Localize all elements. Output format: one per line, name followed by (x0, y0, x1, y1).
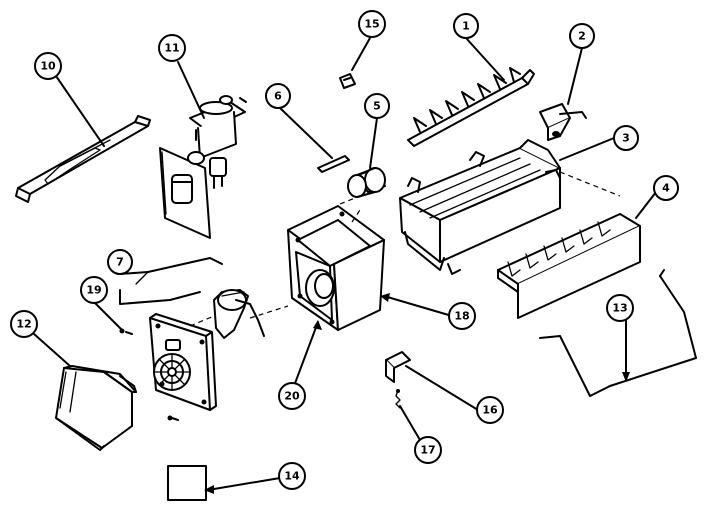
callout-2: 2 (569, 23, 595, 49)
callout-1: 1 (453, 13, 479, 39)
callout-label: 4 (662, 182, 670, 195)
callout-15: 15 (358, 10, 386, 38)
part-12-cover (55, 365, 137, 451)
part-1-ejector (407, 67, 535, 147)
callout-label: 6 (274, 90, 282, 103)
callout-13: 13 (606, 294, 634, 322)
part-3-ice-mold (399, 139, 561, 275)
callout-18: 18 (448, 302, 476, 330)
callout-label: 18 (454, 310, 469, 323)
part-motor-cam (213, 289, 265, 339)
part-motor-plate (149, 313, 217, 411)
callout-label: 7 (116, 256, 124, 269)
callout-label: 3 (622, 132, 630, 145)
leader-arrowheads (204, 293, 630, 494)
callout-14: 14 (278, 462, 306, 490)
callout-label: 11 (164, 42, 179, 55)
callout-label: 15 (364, 18, 379, 31)
part-17-screw (395, 389, 401, 409)
leader-lines (33, 37, 657, 491)
part-5-cylinder (347, 167, 386, 198)
callout-7: 7 (107, 249, 133, 275)
callout-label: 19 (86, 284, 101, 297)
part-11-valve-assembly (159, 95, 247, 239)
callout-10: 10 (34, 52, 62, 80)
callout-4: 4 (653, 175, 679, 201)
callout-16: 16 (476, 396, 504, 424)
callout-label: 10 (40, 60, 56, 73)
part-7-wire-harness (119, 257, 223, 305)
callout-label: 14 (284, 470, 300, 483)
part-15-clip (339, 73, 356, 89)
part-2-bracket (539, 103, 587, 141)
callout-17: 17 (414, 436, 442, 464)
part-18-dashed-guide (339, 195, 361, 223)
callout-20: 20 (278, 382, 306, 410)
callout-label: 2 (578, 30, 586, 43)
part-6-strip (317, 155, 350, 173)
part-18-housing (287, 205, 385, 331)
motor-dashed-guide (189, 305, 289, 327)
callout-label: 1 (462, 20, 470, 33)
callout-12: 12 (10, 310, 38, 338)
callout-6: 6 (265, 83, 291, 109)
callout-3: 3 (613, 125, 639, 151)
callout-label: 5 (373, 100, 381, 113)
callout-5: 5 (364, 93, 390, 119)
callout-19: 19 (80, 276, 108, 304)
callout-label: 20 (284, 390, 300, 403)
part-3-dashed-guide (559, 171, 621, 197)
callout-label: 13 (612, 302, 627, 315)
callout-label: 17 (420, 444, 435, 457)
callout-label: 16 (482, 404, 498, 417)
callout-label: 12 (16, 318, 31, 331)
part-16-bracket (385, 351, 411, 383)
part-4-cover (497, 213, 641, 319)
part-13-wire-arm (539, 269, 697, 397)
callout-11: 11 (158, 34, 186, 62)
part-14-label (167, 465, 207, 501)
part-10-bracket (15, 115, 151, 203)
